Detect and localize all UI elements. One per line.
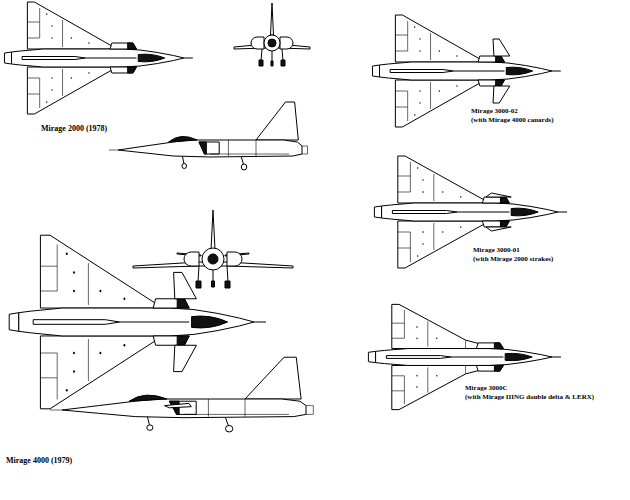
front-view	[133, 210, 293, 288]
front-view	[234, 3, 310, 66]
caption-label: Mirage 2000 (1978)	[40, 124, 108, 133]
caption-label: Mirage 3000-01	[472, 246, 521, 254]
caption-label: Mirage 3000C	[464, 384, 509, 392]
caption-label: (with Mirage 4000 canards)	[470, 116, 555, 124]
top-view	[4, 2, 192, 114]
top-view	[9, 235, 266, 409]
caption-label: (with Mirage 2000 strakes)	[472, 255, 554, 263]
side-view	[109, 102, 308, 170]
caption-label: Mirage 3000-02	[470, 107, 519, 115]
top-view	[372, 15, 560, 127]
side-view	[50, 357, 314, 432]
caption-label: (with Mirage IIING double delta & LERX)	[464, 393, 595, 401]
caption-label: Mirage 4000 (1979)	[5, 456, 73, 465]
top-view	[374, 156, 567, 268]
